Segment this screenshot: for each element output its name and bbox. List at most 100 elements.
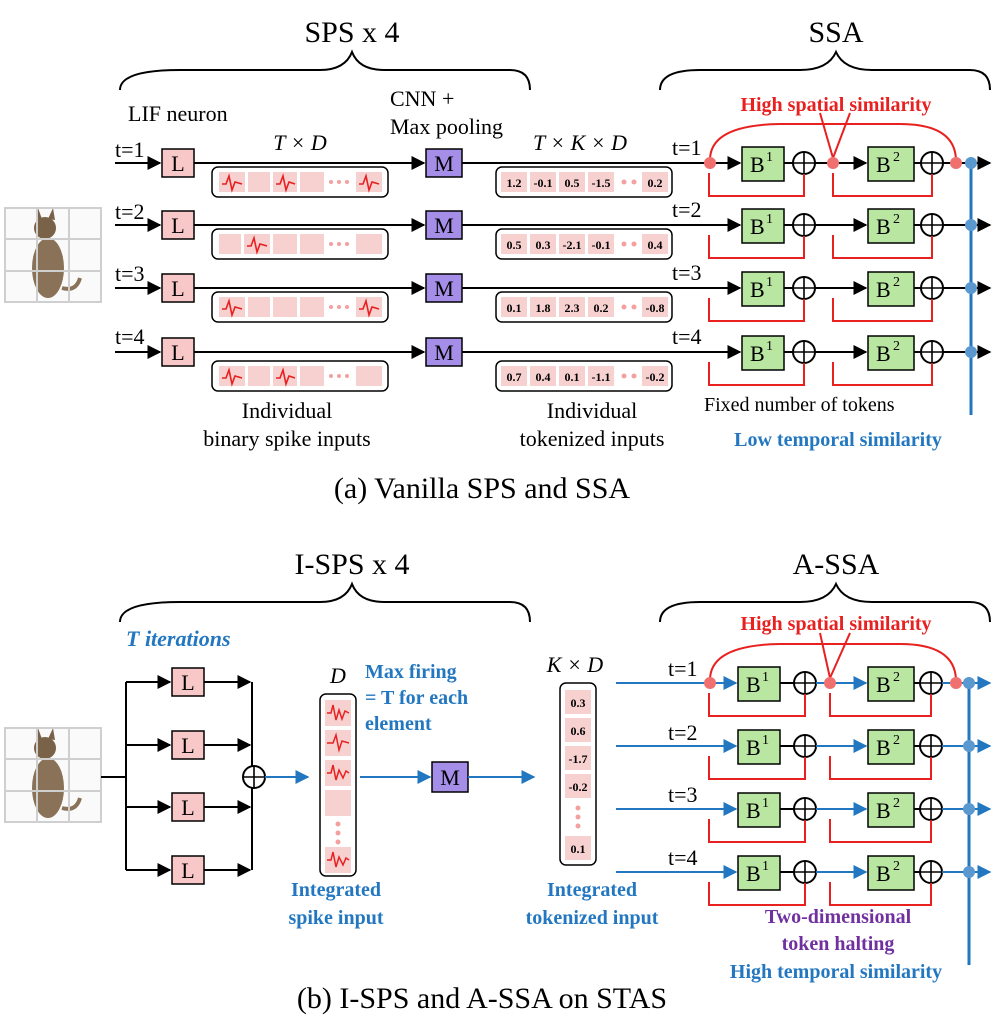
integrated-token-vector: 0.3 0.6 -1.7 -0.2 0.1 [559,682,597,866]
block-b2-sup: 2 [893,212,900,227]
spatial-token-dot [704,157,716,169]
token-dim-label: K × D [546,652,604,677]
panel-b: I-SPS x 4 A-SSA T iterations [4,548,992,1015]
token-value: 0.4 [536,370,551,384]
token-value: 0.1 [507,301,522,315]
block-b2 [867,335,915,371]
block-b2-label: B [876,735,891,760]
token-value: -1.1 [592,370,611,384]
isps-brace [119,581,531,623]
token-caption-line2: tokenized inputs [520,426,665,451]
lif-block-label: L [181,670,194,695]
spike-dim-label: T × D [273,130,327,155]
token-value: 0.4 [648,238,663,252]
high-spatial-label-a: High spatial similarity [740,94,931,116]
block-b2 [867,855,915,891]
max-firing-line2: = T for each [365,687,468,709]
spatial-similarity-arc [709,123,957,161]
block-b2-label: B [876,341,891,366]
block-b2-sup: 2 [893,859,900,874]
maxpool-block-label: M [440,765,460,790]
halting-label-line2: token halting [782,933,895,955]
token-value: 1.2 [507,176,522,190]
lif-block-label: L [171,276,184,301]
spatial-token-dot [950,157,962,169]
ssa-timestep-label: t=3 [672,260,702,285]
low-temporal-label: Low temporal similarity [734,429,942,451]
token-input-caption-line2: tokenized input [526,907,659,929]
caption-b: (b) I-SPS and A-SSA on STAS [297,982,667,1015]
add-node [793,860,817,884]
assa-brace [659,581,991,623]
ssa-group-title: SSA [808,16,863,49]
lif-block [171,730,205,760]
block-b2-sup: 2 [893,339,900,354]
block-b1-label: B [746,672,761,697]
timestep-label: t=2 [115,199,145,224]
lif-block [171,667,205,697]
timestep-label: t=2 [668,720,698,745]
block-b2-label: B [876,214,891,239]
lif-block-label: L [171,151,184,176]
maxpool-label: Max pooling [390,114,503,139]
lif-block [161,210,195,240]
spike-caption-line1: Individual [242,398,332,423]
token-value: 2.3 [565,301,580,315]
maxpool-block-label: M [434,151,454,176]
lif-block-label: L [181,733,194,758]
token-value: 0.5 [507,238,522,252]
timestep-row: t=1 L M t=1 1.2 -0.1 0.5 -1.5 0.2 [115,135,742,198]
block-b1-sup: 1 [762,733,769,748]
block-b1-label: B [746,861,761,886]
block-b2-sup: 2 [893,796,900,811]
lif-block [161,148,195,178]
block-b2-sup: 2 [893,150,900,165]
token-value: 0.3 [571,696,586,710]
token-value: -0.2 [646,370,665,384]
halting-label-line1: Two-dimensional [765,906,912,928]
iteration-fanout: L L L L [101,667,310,885]
token-value: 0.1 [571,842,586,856]
block-b2-label: B [876,798,891,823]
spike-caption-line2: binary spike inputs [203,426,370,451]
fixed-tokens-label: Fixed number of tokens [704,394,895,416]
token-input-caption-line1: Integrated [547,879,637,901]
token-value: -0.8 [646,301,665,315]
token-value: 0.2 [594,301,609,315]
block-b2 [867,729,915,765]
token-value: 0.1 [565,370,580,384]
residual-connections [708,173,933,386]
block-b2 [867,666,915,702]
block-b1-sup: 1 [766,275,773,290]
block-b1-sup: 1 [766,150,773,165]
spatial-token-dot [827,157,839,169]
block-b2-label: B [876,672,891,697]
spatial-token-dot [950,677,962,689]
spatial-similarity-arc [709,643,957,681]
maxpool-block-label: M [434,340,454,365]
ssa-timestep-label: t=2 [672,197,702,222]
add-node [919,860,943,884]
block-b2 [867,146,915,182]
token-value: -0.1 [534,176,553,190]
token-value: 0.2 [648,176,663,190]
ssa-timestep-label: t=4 [672,324,702,349]
timestep-label: t=4 [668,845,698,870]
timestep-row: t=2 L M t=2 0.5 0.3 -2.1 -0.1 0.4 [115,197,742,260]
maxpool-block [425,273,463,303]
maxpool-block-label: M [434,213,454,238]
block-b2-label: B [876,861,891,886]
token-value: -1.7 [569,752,588,766]
token-value: 0.3 [536,238,551,252]
lif-block [171,792,205,822]
token-value: 0.6 [571,724,586,738]
maxpool-block [425,210,463,240]
residual-connections [708,693,932,906]
add-node [793,671,817,695]
spatial-token-dot [704,677,716,689]
block-b1 [737,792,781,828]
ssa-brace [659,49,991,91]
add-node [919,797,943,821]
lif-block-label: L [181,858,194,883]
